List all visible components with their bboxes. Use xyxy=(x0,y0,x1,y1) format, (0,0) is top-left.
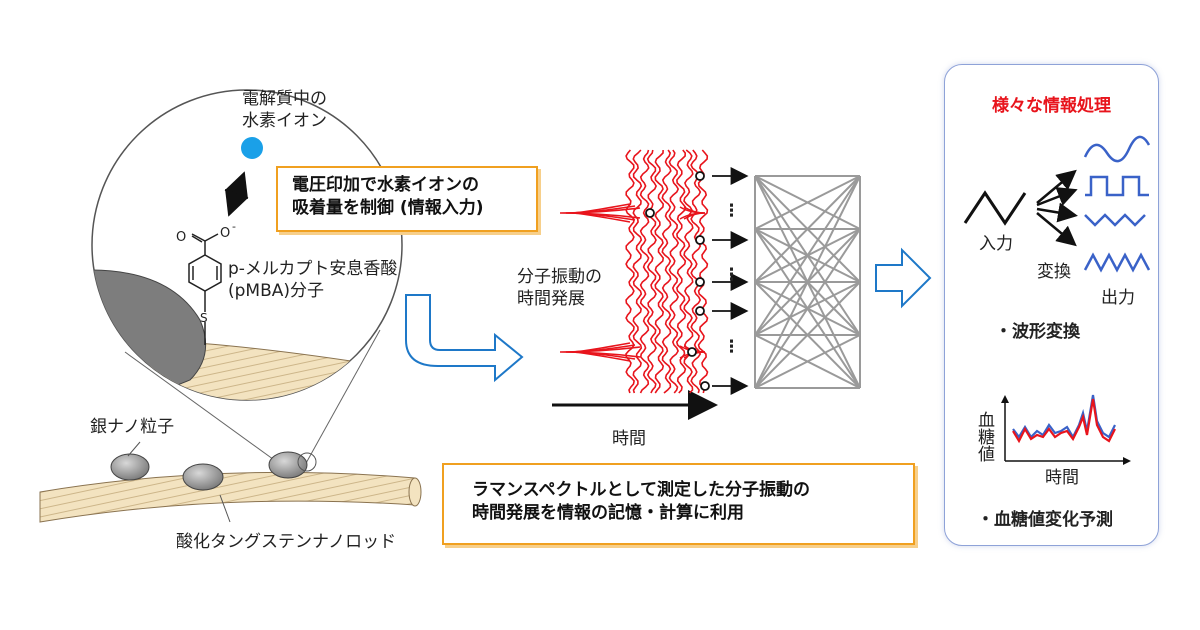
chem-s-label: S xyxy=(200,311,208,325)
processing-panel: 様々な情報処理 入力 変換 出力 ・波形変換 血糖値 時間 ・血糖値変化予測 xyxy=(944,64,1159,546)
network-edge xyxy=(754,175,861,283)
chem-o-label: O xyxy=(176,230,186,245)
peak-lower xyxy=(565,344,636,360)
network-edge xyxy=(754,175,861,230)
molecule-line-1: p-メルカプト安息香酸 xyxy=(228,259,398,279)
nanorod xyxy=(39,441,422,523)
spectrum-line xyxy=(639,149,650,394)
spectrum-line xyxy=(646,149,657,394)
fan-arrow-2 xyxy=(1036,187,1078,207)
zoom-marker-circle xyxy=(297,452,317,472)
network-edge xyxy=(754,228,861,389)
readout-node xyxy=(695,277,705,287)
glucose-x-label: 時間 xyxy=(1045,468,1079,488)
flow-arrow-curved xyxy=(405,294,524,383)
spectrum-line xyxy=(625,149,635,394)
readout-nodes xyxy=(645,167,749,395)
silver-particle-3 xyxy=(268,451,308,479)
dots-2: ⋮ xyxy=(723,265,740,285)
vibration-label: 分子振動の 時間発展 xyxy=(517,266,602,310)
output-triangle xyxy=(1084,213,1146,227)
dots-3: ⋮ xyxy=(723,337,740,357)
spectrum-line xyxy=(697,149,709,394)
network-edge xyxy=(754,281,861,389)
readout-node xyxy=(645,208,655,218)
pmba-molecule xyxy=(188,233,222,345)
readout-node xyxy=(695,235,705,245)
flow-arrow-right xyxy=(875,247,932,309)
task-glucose: ・血糖値変化予測 xyxy=(977,510,1113,530)
raman-line-2: 時間発展を情報の記憶・計算に利用 xyxy=(472,503,744,523)
fan-arrow-4 xyxy=(1036,212,1077,247)
readout-node xyxy=(695,171,705,181)
dots-1: ⋮ xyxy=(723,201,740,221)
molecule-label: p-メルカプト安息香酸 (pMBA)分子 xyxy=(228,258,397,302)
network-edge xyxy=(754,175,861,336)
peak-lower xyxy=(571,342,631,362)
readout-node xyxy=(687,347,697,357)
glucose-y-label: 血糖値 xyxy=(974,411,994,462)
raman-usage-box: ラマンスペクトルとして測定した分子振動の 時間発展を情報の記憶・計算に利用 xyxy=(442,463,915,545)
peak-upper xyxy=(571,203,631,223)
spectrum-line xyxy=(661,149,672,394)
glucose-predicted xyxy=(1012,398,1116,444)
peak-upper-right xyxy=(683,206,706,220)
time-axis-label: 時間 xyxy=(612,429,646,449)
spectrum-line xyxy=(654,149,665,394)
output-label: 出力 xyxy=(1101,288,1135,308)
peak-lower xyxy=(559,346,641,358)
peak-upper xyxy=(559,207,641,219)
chem-o-minus-label: O xyxy=(220,226,230,241)
output-sine xyxy=(1083,135,1151,163)
vibration-line-2: 時間発展 xyxy=(517,289,585,309)
readout-node xyxy=(700,381,710,391)
neural-network xyxy=(754,175,861,389)
raman-line-1: ラマンスペクトルとして測定した分子振動の xyxy=(472,480,810,500)
hydrogen-ion-label: 電解質中の 水素イオン xyxy=(242,88,327,132)
hydrogen-ion-dot xyxy=(241,137,263,159)
vibration-line-1: 分子振動の xyxy=(517,267,602,287)
network-edge xyxy=(754,334,861,389)
rod-label: 酸化タングステンナノロッド xyxy=(176,532,397,552)
output-sawtooth xyxy=(1083,252,1151,273)
molecule-line-2: (pMBA)分子 xyxy=(228,281,325,301)
input-label: 入力 xyxy=(979,234,1013,254)
silver-particle-2 xyxy=(182,463,224,491)
peak-upper xyxy=(565,205,636,221)
fan-arrow-1 xyxy=(1036,169,1077,204)
network-edge xyxy=(754,175,861,389)
panel-title: 様々な情報処理 xyxy=(992,96,1111,116)
voltage-input-box: 電圧印加で水素イオンの 吸着量を制御 (情報入力) xyxy=(276,166,538,232)
hydrogen-ion-line-2: 水素イオン xyxy=(242,111,327,131)
voltage-line-2: 吸着量を制御 (情報入力) xyxy=(292,198,484,218)
input-wave xyxy=(963,190,1027,226)
fan-arrow-3 xyxy=(1036,202,1078,223)
chem-minus-label: - xyxy=(232,220,236,233)
spectrum-line xyxy=(675,149,687,394)
voltage-line-1: 電圧印加で水素イオンの xyxy=(292,175,479,195)
panel-graphics xyxy=(963,135,1151,465)
spectrum-line xyxy=(668,149,680,394)
transform-label: 変換 xyxy=(1037,262,1071,282)
readout-node xyxy=(695,306,705,316)
hydrogen-ion-line-1: 電解質中の xyxy=(242,89,327,109)
task-waveform: ・波形変換 xyxy=(995,322,1080,342)
raman-spectra xyxy=(559,149,709,394)
output-square xyxy=(1085,175,1149,197)
adsorption-double-arrow xyxy=(224,171,249,217)
silver-particle-1 xyxy=(110,453,150,481)
silver-label: 銀ナノ粒子 xyxy=(90,417,175,437)
spectrum-line xyxy=(632,149,643,394)
